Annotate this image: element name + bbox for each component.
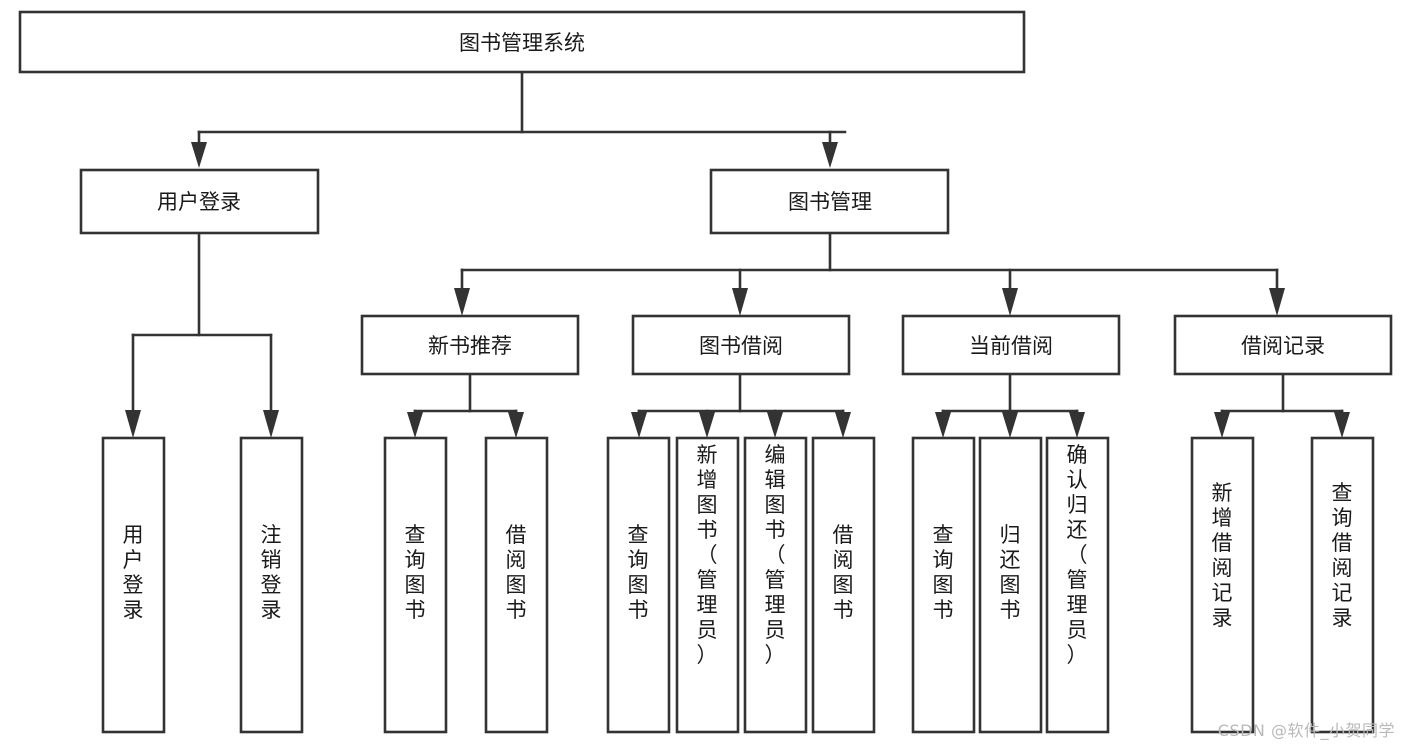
connector-group-root-to-level2 [191,70,847,168]
node-user-login[interactable]: 用户登录 [79,168,320,235]
node-leaf-user-login[interactable]: 用户登录 [101,436,166,734]
node-leaf-add-record[interactable]: 新增借阅记录 [1190,436,1255,734]
node-leaf-user-login-box[interactable] [101,436,166,734]
node-user-login-box[interactable] [79,168,320,235]
arrow-head-leaf-add-book [699,412,715,438]
connector-group-borrow-record-children [1214,372,1350,438]
node-leaf-borrow-book-2-label: 借阅图书 [833,523,854,622]
csdn-watermark: CSDN @软件_小贺同学 [1217,721,1395,740]
node-current-borrow-box[interactable] [901,314,1121,376]
node-leaf-edit-book[interactable]: 编辑图书（管理员） [743,436,808,734]
node-book-manage-label: 图书管理 [788,190,872,214]
node-book-manage-box[interactable] [709,168,950,235]
arrow-head-leaf-add-record [1214,412,1230,438]
node-leaf-borrow-book-1-label: 借阅图书 [506,523,527,622]
node-book-manage[interactable]: 图书管理 [709,168,950,235]
node-leaf-add-book[interactable]: 新增图书（管理员） [675,436,740,734]
node-new-book-recommend-label: 新书推荐 [428,334,512,358]
node-leaf-edit-book-label: 编辑图书（管理员） [765,443,786,667]
node-leaf-query-book-2-box[interactable] [606,436,671,734]
node-root-label: 图书管理系统 [459,31,585,55]
arrow-head-leaf-borrow-book-1 [508,412,524,438]
node-leaf-add-book-label: 新增图书（管理员） [697,443,718,667]
arrow-head-leaf-query-record [1334,412,1350,438]
node-leaf-query-record-box[interactable] [1310,436,1375,734]
node-leaf-return-book-box[interactable] [978,436,1043,734]
connector-group-book-manage-children [454,231,1285,316]
connector-group-new-book-recommend-children [407,372,524,438]
node-user-login-label: 用户登录 [157,190,241,214]
node-book-borrow[interactable]: 图书借阅 [631,314,851,376]
node-leaf-query-book-3-label: 查询图书 [933,523,954,622]
node-current-borrow[interactable]: 当前借阅 [901,314,1121,376]
arrow-head-book-borrow [732,288,748,316]
connector-group-user-login-children [125,231,279,438]
arrow-head-current-borrow [1002,288,1018,316]
arrow-head-leaf-query-book-2 [631,412,647,438]
node-leaf-logout-login-box[interactable] [239,436,304,734]
arrow-head-leaf-logout-login [263,410,279,438]
arrow-head-leaf-user-login [125,410,141,438]
node-leaf-borrow-book-2-box[interactable] [811,436,876,734]
node-leaf-query-book-1[interactable]: 查询图书 [383,436,448,734]
arrow-head-book-manage [822,142,838,168]
node-current-borrow-label: 当前借阅 [969,334,1053,358]
node-borrow-record-label: 借阅记录 [1241,334,1325,358]
arrow-head-leaf-return-book [1002,412,1018,438]
node-leaf-return-book[interactable]: 归还图书 [978,436,1043,734]
node-leaf-return-book-label: 归还图书 [1000,523,1021,622]
arrow-head-leaf-edit-book [767,412,783,438]
node-leaf-query-book-3-box[interactable] [911,436,976,734]
node-root[interactable]: 图书管理系统 [18,10,1026,74]
node-leaf-query-book-1-label: 查询图书 [405,523,426,622]
arrow-head-borrow-record [1269,288,1285,316]
node-leaf-borrow-book-1-box[interactable] [484,436,549,734]
node-leaf-logout-login-label: 注销登录 [261,523,282,622]
node-book-borrow-box[interactable] [631,314,851,376]
arrow-head-leaf-query-book-3 [935,412,951,438]
arrow-head-leaf-confirm-return [1069,412,1085,438]
node-borrow-record[interactable]: 借阅记录 [1173,314,1393,376]
node-leaf-user-login-label: 用户登录 [123,523,144,622]
node-leaf-edit-book-box[interactable] [743,436,808,734]
arrow-head-leaf-borrow-book-2 [835,412,851,438]
node-leaf-query-book-2[interactable]: 查询图书 [606,436,671,734]
arrow-head-user-login [191,142,207,168]
node-leaf-query-record-label: 查询借阅记录 [1332,481,1353,630]
node-leaf-confirm-return-label: 确认归还（管理员） [1067,443,1088,667]
node-leaf-confirm-return-box[interactable] [1045,436,1110,734]
node-new-book-recommend[interactable]: 新书推荐 [360,314,580,376]
arrow-head-leaf-query-book-1 [407,412,423,438]
connector-group-book-borrow-children [631,372,851,438]
node-leaf-add-record-label: 新增借阅记录 [1212,481,1233,630]
node-borrow-record-box[interactable] [1173,314,1393,376]
node-leaf-add-record-box[interactable] [1190,436,1255,734]
node-new-book-recommend-box[interactable] [360,314,580,376]
node-book-borrow-label: 图书借阅 [699,334,783,358]
connector-group-current-borrow-children [935,372,1085,438]
node-leaf-borrow-book-2[interactable]: 借阅图书 [811,436,876,734]
node-leaf-logout-login[interactable]: 注销登录 [239,436,304,734]
node-leaf-add-book-box[interactable] [675,436,740,734]
node-leaf-confirm-return[interactable]: 确认归还（管理员） [1045,436,1110,734]
node-leaf-borrow-book-1[interactable]: 借阅图书 [484,436,549,734]
arrow-head-new-book-recommend [454,288,470,316]
node-leaf-query-book-2-label: 查询图书 [628,523,649,622]
node-leaf-query-book-1-box[interactable] [383,436,448,734]
node-leaf-query-record[interactable]: 查询借阅记录 [1310,436,1375,734]
node-leaf-query-book-3[interactable]: 查询图书 [911,436,976,734]
node-root-box[interactable] [18,10,1026,74]
